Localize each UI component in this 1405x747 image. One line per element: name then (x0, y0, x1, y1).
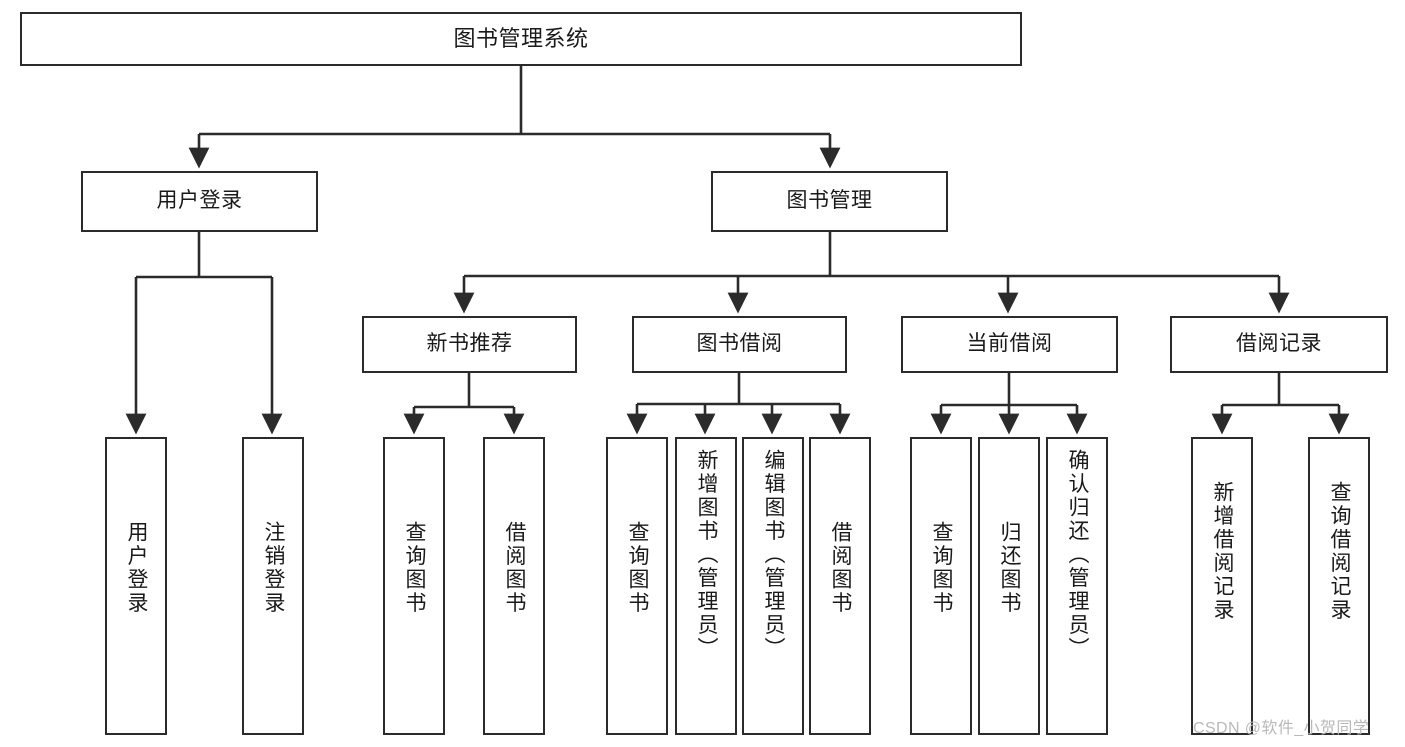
leaf-borrow-book-recommend-label: 借阅图书 (503, 521, 527, 615)
leaf-add-borrow-record-label: 新增借阅记录 (1211, 481, 1235, 622)
node-book-borrow[interactable]: 图书借阅 (632, 316, 847, 373)
node-new-book-recommend-label: 新书推荐 (426, 332, 513, 356)
leaf-query-book-recommend[interactable]: 查询图书 (383, 437, 445, 735)
leaf-confirm-return-label: 确认归还（管理员） (1066, 449, 1090, 661)
node-book-borrow-label: 图书借阅 (696, 332, 783, 356)
leaf-borrow-book-recommend[interactable]: 借阅图书 (483, 437, 545, 735)
leaf-query-book-recommend-label: 查询图书 (403, 521, 427, 615)
leaf-add-borrow-record[interactable]: 新增借阅记录 (1191, 437, 1253, 735)
node-root-label: 图书管理系统 (453, 26, 589, 52)
leaf-query-borrow-record-label: 查询借阅记录 (1328, 481, 1352, 622)
leaf-user-login-label: 用户登录 (125, 521, 149, 615)
node-new-book-recommend[interactable]: 新书推荐 (362, 316, 577, 373)
node-current-borrow[interactable]: 当前借阅 (901, 316, 1118, 373)
node-borrow-record[interactable]: 借阅记录 (1170, 316, 1388, 373)
leaf-logout-label: 注销登录 (262, 521, 286, 615)
leaf-edit-book[interactable]: 编辑图书（管理员） (742, 437, 804, 735)
leaf-borrow-book-borrow[interactable]: 借阅图书 (809, 437, 871, 735)
node-current-borrow-label: 当前借阅 (966, 332, 1053, 356)
node-book-management[interactable]: 图书管理 (711, 171, 948, 232)
leaf-add-book-label: 新增图书（管理员） (695, 449, 719, 661)
leaf-logout[interactable]: 注销登录 (242, 437, 304, 735)
node-borrow-record-label: 借阅记录 (1236, 332, 1322, 356)
node-book-management-label: 图书管理 (786, 189, 873, 213)
node-user-login[interactable]: 用户登录 (81, 171, 318, 232)
leaf-return-book-label: 归还图书 (998, 521, 1022, 615)
leaf-query-book-current-label: 查询图书 (930, 521, 954, 615)
watermark: CSDN @软件_小贺同学 (1193, 720, 1370, 737)
leaf-add-book[interactable]: 新增图书（管理员） (675, 437, 737, 735)
leaf-query-borrow-record[interactable]: 查询借阅记录 (1308, 437, 1370, 735)
leaf-query-book-borrow-label: 查询图书 (626, 521, 650, 615)
leaf-user-login[interactable]: 用户登录 (105, 437, 167, 735)
leaf-borrow-book-borrow-label: 借阅图书 (829, 521, 853, 615)
leaf-query-book-borrow[interactable]: 查询图书 (606, 437, 668, 735)
leaf-return-book[interactable]: 归还图书 (978, 437, 1040, 735)
node-root[interactable]: 图书管理系统 (20, 12, 1022, 66)
node-user-login-label: 用户登录 (156, 189, 243, 213)
leaf-confirm-return[interactable]: 确认归还（管理员） (1046, 437, 1108, 735)
leaf-query-book-current[interactable]: 查询图书 (910, 437, 972, 735)
leaf-edit-book-label: 编辑图书（管理员） (762, 449, 786, 661)
